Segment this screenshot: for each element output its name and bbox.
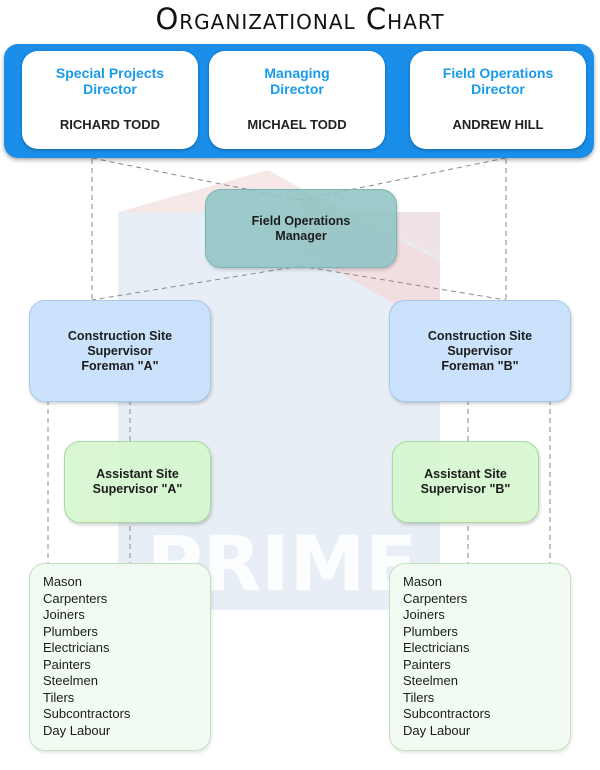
trade-item: Joiners xyxy=(403,607,445,622)
trades-box-b: Mason Carpenters Joiners Plumbers Electr… xyxy=(389,563,571,751)
trade-item: Day Labour xyxy=(43,722,111,738)
director-role: Managing Director xyxy=(264,65,330,97)
director-role: Special Projects Director xyxy=(55,65,165,97)
trade-item: Carpenters xyxy=(43,590,108,606)
trade-item: Day Labour xyxy=(403,722,471,738)
trades-box-a: Mason Carpenters Joiners Plumbers Electr… xyxy=(29,563,211,751)
trade-item: Steelmen xyxy=(403,673,458,688)
chart-title: Organizational Chart xyxy=(155,2,445,36)
director-name: RICHARD TODD xyxy=(59,117,161,132)
trade-item: Tilers xyxy=(43,689,75,705)
trade-item: Tilers xyxy=(403,689,435,705)
assistant-label: Assistant Site Supervisor "B" xyxy=(420,467,511,496)
assistant-box-b: Assistant Site Supervisor "B" xyxy=(392,441,539,523)
director-name: MICHAEL TODD xyxy=(247,117,347,132)
trade-item: Painters xyxy=(43,656,91,672)
trades-list: Mason Carpenters Joiners Plumbers Electr… xyxy=(390,564,570,739)
trade-item: Mason xyxy=(403,574,443,589)
trade-item: Joiners xyxy=(43,607,85,622)
supervisor-box-a: Construction Site Supervisor Foreman "A" xyxy=(29,300,211,402)
trade-item: Mason xyxy=(43,574,83,589)
trade-item: Subcontractors xyxy=(403,706,491,721)
director-box-field-operations: Field Operations Director ANDREW HILL xyxy=(410,51,586,149)
trade-item: Subcontractors xyxy=(43,706,131,721)
supervisor-label: Construction Site Supervisor Foreman "A" xyxy=(67,328,173,373)
director-box-managing: Managing Director MICHAEL TODD xyxy=(209,51,385,149)
assistant-box-a: Assistant Site Supervisor "A" xyxy=(64,441,211,523)
trade-item: Painters xyxy=(403,656,451,672)
trade-item: Plumbers xyxy=(403,623,458,639)
manager-box: Field Operations Manager xyxy=(205,189,397,268)
trade-item: Electricians xyxy=(43,640,110,655)
director-role: Field Operations Director xyxy=(442,65,554,97)
director-name: ANDREW HILL xyxy=(452,117,544,132)
trade-item: Steelmen xyxy=(43,673,98,688)
supervisor-label: Construction Site Supervisor Foreman "B" xyxy=(427,328,533,373)
trade-item: Plumbers xyxy=(43,623,98,639)
trades-list: Mason Carpenters Joiners Plumbers Electr… xyxy=(30,564,210,739)
trade-item: Electricians xyxy=(403,640,470,655)
director-box-special-projects: Special Projects Director RICHARD TODD xyxy=(22,51,198,149)
manager-label: Field Operations Manager xyxy=(251,213,351,243)
assistant-label: Assistant Site Supervisor "A" xyxy=(92,467,183,496)
trade-item: Carpenters xyxy=(403,590,468,606)
supervisor-box-b: Construction Site Supervisor Foreman "B" xyxy=(389,300,571,402)
